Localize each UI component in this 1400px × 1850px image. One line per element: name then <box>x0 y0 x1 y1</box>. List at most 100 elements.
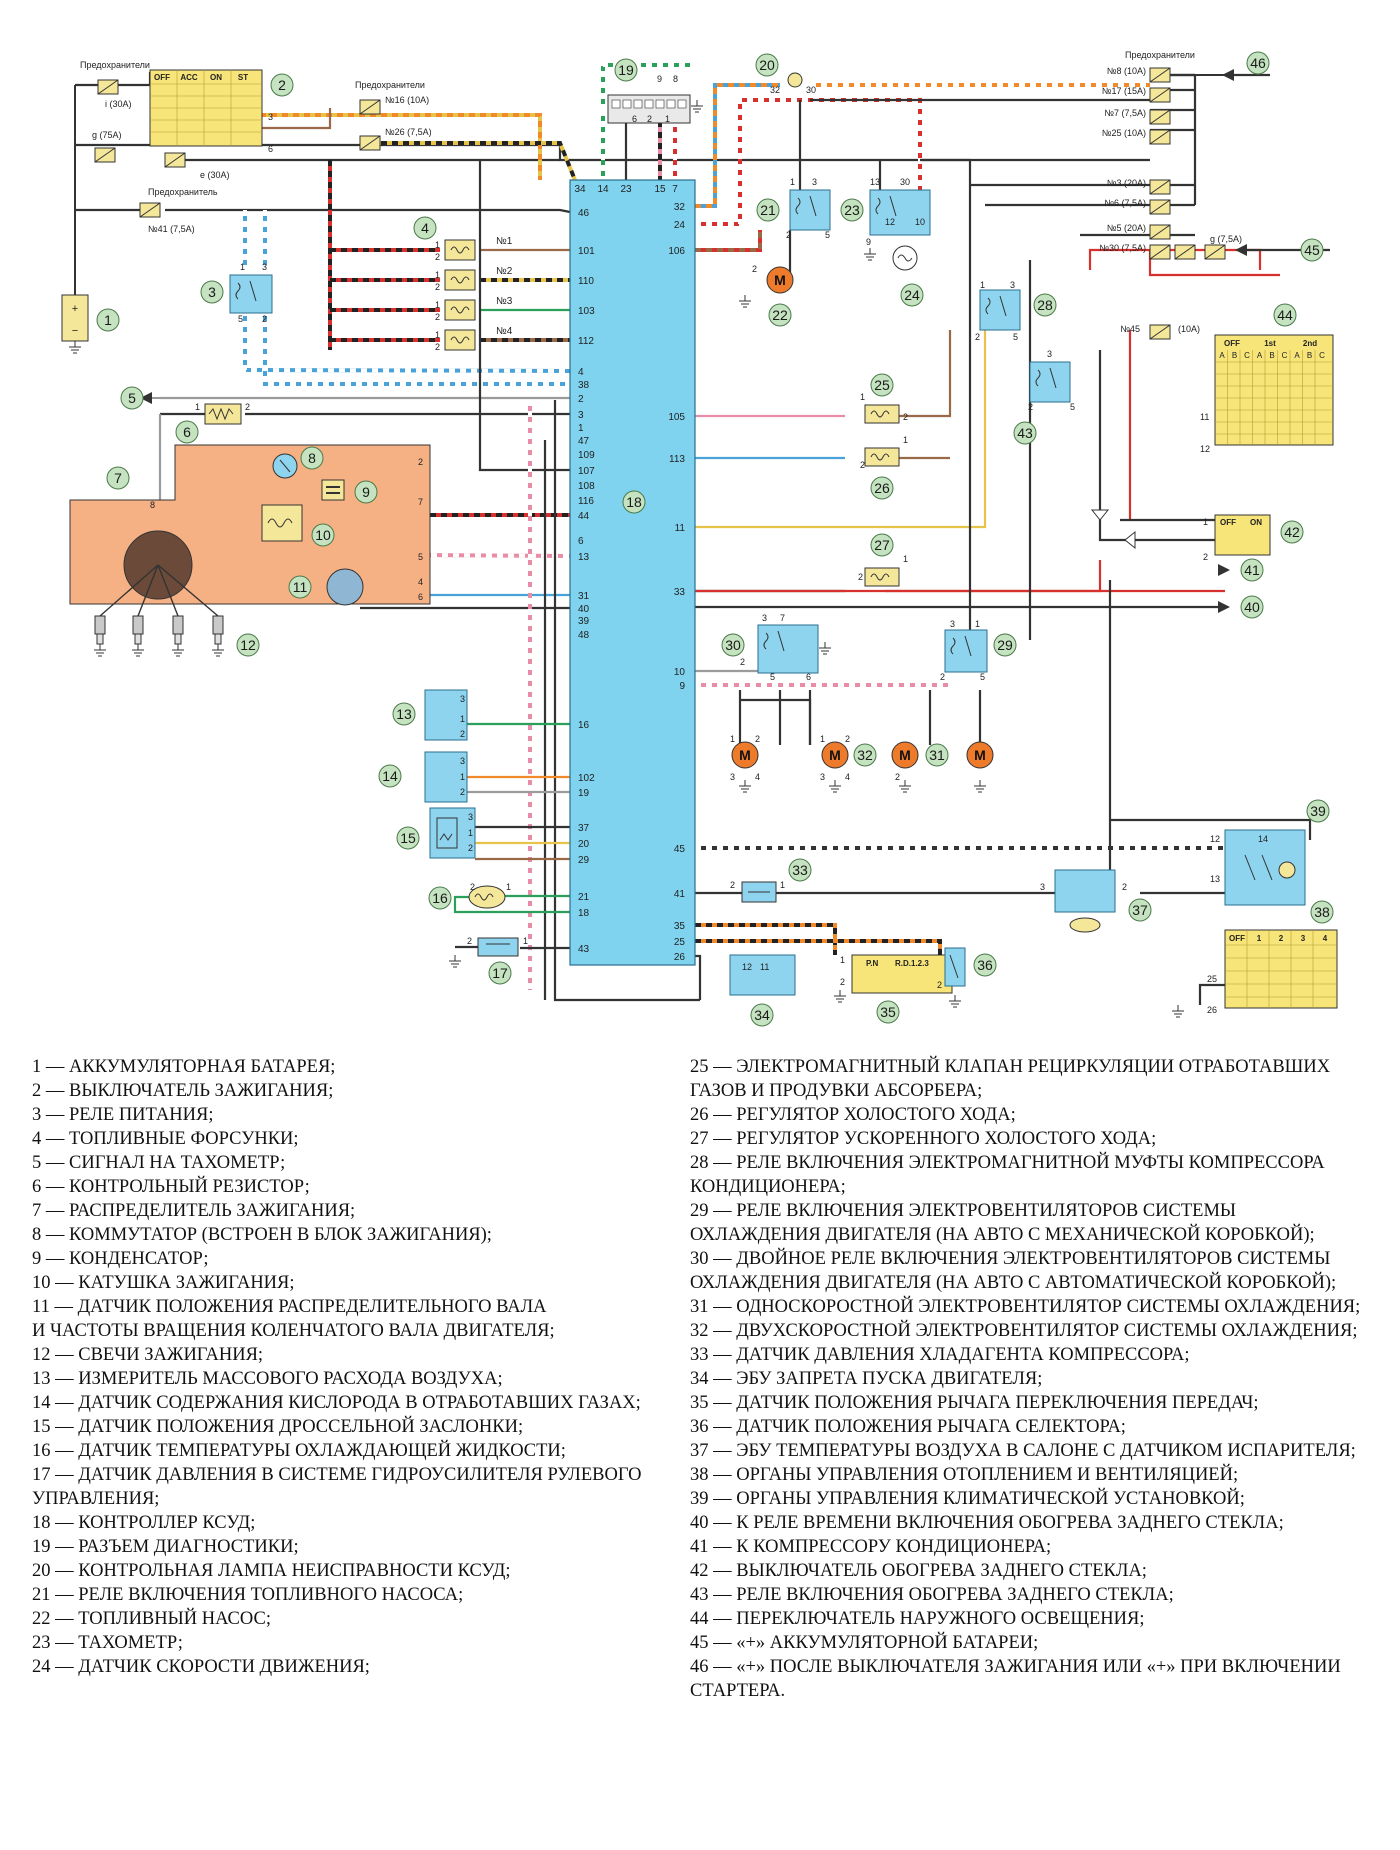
spark-plug <box>174 633 182 645</box>
ecu-pin-label: 113 <box>669 454 685 465</box>
component-number: 8 <box>308 450 316 466</box>
component-number-badge <box>840 198 864 222</box>
pin-label: 2 <box>418 457 423 467</box>
component-number: 16 <box>432 890 448 906</box>
injector-label: №3 <box>496 296 513 307</box>
ignition-coil <box>267 518 293 528</box>
speed-sensor <box>897 254 913 262</box>
heater-controls-position: 1 <box>1257 934 1262 943</box>
ecu-pin-label: 10 <box>674 667 686 678</box>
lighting-switch-position: OFF <box>1224 339 1240 348</box>
pin-label: 3 <box>468 812 473 822</box>
legend-item: 32 — ДВУХСКОРОСТНОЙ ЭЛЕКТРОВЕНТИЛЯТОР СИ… <box>690 1321 1358 1341</box>
pin-label: 1 <box>240 262 245 272</box>
pin-label: 7 <box>780 613 785 623</box>
injector <box>444 299 476 321</box>
component-number-badge <box>428 886 452 910</box>
pin-label: 1 <box>506 882 511 892</box>
component-number: 1 <box>104 312 112 328</box>
pin-label: 2 <box>468 843 473 853</box>
component-number: 6 <box>183 424 191 440</box>
motor <box>891 741 919 769</box>
rear-heater-switch-position: OFF <box>1220 518 1236 527</box>
pin-label: 2 <box>1028 402 1033 412</box>
ignition-switch-position: ACC <box>180 73 198 82</box>
pin-label: 2 <box>895 772 900 782</box>
throttle-sensor <box>436 817 458 849</box>
diag-connector-pin <box>633 99 643 109</box>
motor-label: M <box>774 272 786 288</box>
sensor-wire <box>453 895 470 914</box>
fuse-label: №3 (20A) <box>1107 178 1146 188</box>
fuse-element <box>1149 109 1171 125</box>
fuse-label: №7 (7,5A) <box>1104 108 1146 118</box>
heater-controls <box>1224 929 1338 1009</box>
component-number-badge <box>1310 900 1334 924</box>
legend-item: ОХЛАЖДЕНИЯ ДВИГАТЕЛЯ (НА АВТО С АВТОМАТИ… <box>690 1273 1337 1293</box>
fuse-label: №41 (7,5A) <box>148 224 195 234</box>
component-number: 37 <box>1132 902 1148 918</box>
fuse-element <box>1149 179 1171 195</box>
ecu-pin-label: 4 <box>578 367 584 378</box>
ecu-pin-label: 11 <box>675 523 686 534</box>
component-number: 23 <box>844 202 860 218</box>
pin-label: 1 <box>195 402 200 412</box>
relay-contact <box>889 195 897 217</box>
pin-label: 5 <box>418 552 423 562</box>
pin-label: 1 <box>460 714 465 724</box>
evaporator-sensor <box>1069 917 1101 933</box>
power-wire <box>75 143 970 162</box>
motor <box>731 741 759 769</box>
pin-label: 1 <box>523 936 528 946</box>
ecu-pin-label: 102 <box>578 773 595 784</box>
component-number-badge <box>413 216 437 240</box>
lighting-switch-subposition: A <box>1294 351 1300 360</box>
legend-item: 15 — ДАТЧИК ПОЛОЖЕНИЯ ДРОССЕЛЬНОЙ ЗАСЛОН… <box>32 1417 524 1437</box>
component-number-badge <box>270 73 294 97</box>
relay-contact <box>964 635 972 657</box>
pin-label: 1 <box>840 955 845 965</box>
pin-label: 1 <box>820 734 825 744</box>
component-number-badge <box>900 283 924 307</box>
climate-indicator <box>1278 861 1296 879</box>
spark-lead <box>137 564 159 617</box>
relay <box>757 624 819 674</box>
fuse-element <box>1149 87 1171 103</box>
pin-label: 1 <box>665 114 670 124</box>
sensor <box>944 947 966 987</box>
legend-item: 28 — РЕЛЕ ВКЛЮЧЕНИЯ ЭЛЕКТРОМАГНИТНОЙ МУФ… <box>690 1153 1325 1173</box>
fuses-label: Предохранители <box>80 60 150 70</box>
component-number: 35 <box>880 1004 896 1020</box>
ecu-pin-label: 41 <box>674 889 686 900</box>
injector-label: №1 <box>496 236 513 247</box>
pin-label: 2 <box>435 312 440 322</box>
pin-label: 8 <box>673 74 678 84</box>
relay-coil <box>985 297 991 315</box>
legend-item: 6 — КОНТРОЛЬНЫЙ РЕЗИСТОР; <box>32 1177 310 1197</box>
pin-label: 11 <box>760 962 769 972</box>
ecu-pin-label: 112 <box>578 336 594 347</box>
component-number-badge <box>870 373 894 397</box>
component-number: 31 <box>929 747 945 763</box>
pin-label: 3 <box>460 694 465 704</box>
pin-label: 1 <box>435 270 440 280</box>
fuse-label: №5 (20A) <box>1107 223 1146 233</box>
legend-item: 39 — ОРГАНЫ УПРАВЛЕНИЯ КЛИМАТИЧЕСКОЙ УСТ… <box>690 1489 1245 1509</box>
valve-wire <box>885 330 952 418</box>
legend: 1 — АККУМУЛЯТОРНАЯ БАТАРЕЯ;2 — ВЫКЛЮЧАТЕ… <box>0 1055 1400 1815</box>
ecu-pin-label: 29 <box>578 855 590 866</box>
relay-contact <box>999 295 1007 317</box>
pin-label: 6 <box>418 592 423 602</box>
relay-coil <box>950 637 956 655</box>
valve-coil <box>870 410 890 418</box>
relay-coil <box>795 197 801 215</box>
spark-plug <box>94 615 106 635</box>
pin-label: 2 <box>858 572 863 582</box>
ignition-coil <box>261 504 303 542</box>
ecu-pin-label: 44 <box>578 511 590 522</box>
component-number: 20 <box>759 57 775 73</box>
lighting-switch-subposition: A <box>1219 351 1225 360</box>
spark-plug <box>134 633 142 645</box>
spark-lead <box>157 564 219 617</box>
component-number: 7 <box>114 470 122 486</box>
